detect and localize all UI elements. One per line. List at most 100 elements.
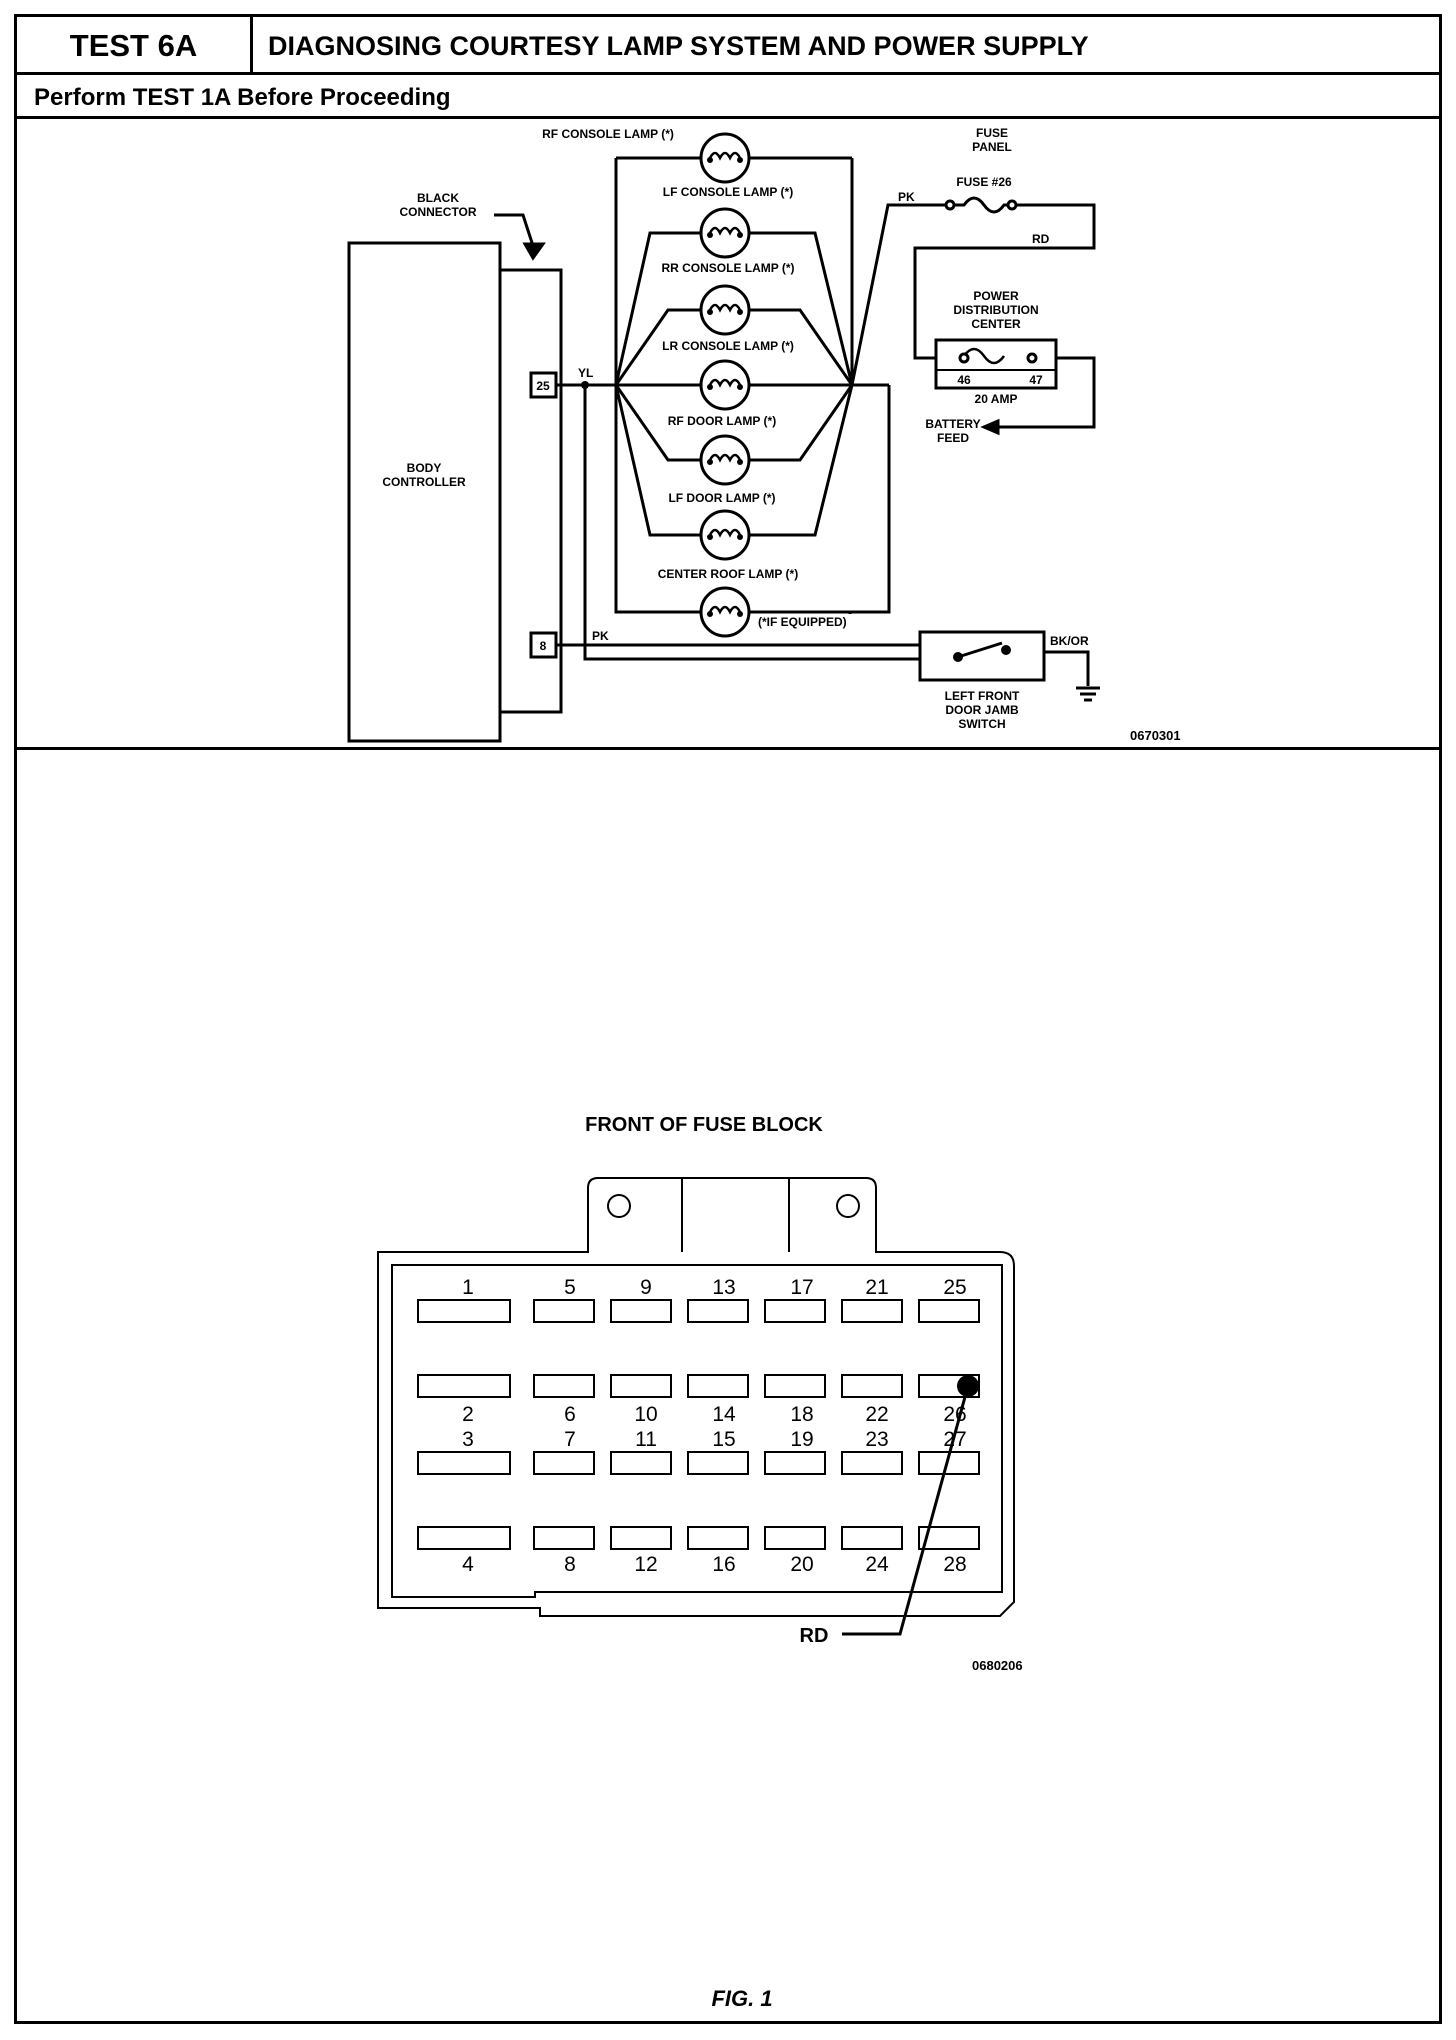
branch-l-5 xyxy=(614,384,703,462)
pdc-label-1: POWER xyxy=(973,289,1019,303)
wire-bk-or-label: BK/OR xyxy=(1050,634,1089,648)
branch-l-3 xyxy=(614,308,703,386)
fuse-number: 5 xyxy=(564,1276,576,1299)
lamp-bus-bottom-right xyxy=(747,385,891,614)
fuse-slot xyxy=(841,1374,903,1398)
branch-r-6 xyxy=(747,384,854,537)
fuse-slot xyxy=(610,1299,672,1323)
pdc-pin-46-label: 46 xyxy=(957,373,971,387)
pdc-label-3: CENTER xyxy=(971,317,1021,331)
switch-blade xyxy=(957,641,1003,659)
switch-label-3: SWITCH xyxy=(958,717,1005,731)
fuse-number: 20 xyxy=(790,1553,813,1576)
lamp-lr-console-icon xyxy=(699,359,751,411)
lamp-center-roof-icon xyxy=(699,586,751,638)
pdc-terminal-46 xyxy=(958,352,970,364)
fuse-number: 17 xyxy=(790,1276,813,1299)
fuse-slot xyxy=(687,1451,749,1475)
door-jamb-switch-box xyxy=(918,630,1046,682)
wire-pk-switch-lower xyxy=(583,385,920,661)
switch-label-1: LEFT FRONT xyxy=(945,689,1020,703)
fuse-number: 21 xyxy=(865,1276,888,1299)
fuse-slot xyxy=(417,1526,511,1550)
if-equipped-note: (*IF EQUIPPED) xyxy=(758,615,847,629)
fuse-number: 6 xyxy=(564,1403,576,1426)
branch-r-5 xyxy=(747,384,854,462)
fuse-number: 10 xyxy=(634,1403,657,1426)
connector-arrowhead xyxy=(522,242,546,261)
test-id: TEST 6A xyxy=(17,17,253,73)
pdc-label-2: DISTRIBUTION xyxy=(953,303,1038,317)
fuse-panel-label-2: PANEL xyxy=(972,140,1012,154)
fuse-number: 11 xyxy=(635,1428,657,1451)
branch-l-6 xyxy=(614,384,703,537)
fuse-number: 18 xyxy=(790,1403,813,1426)
section-divider xyxy=(17,747,1439,750)
fuse-slot xyxy=(687,1374,749,1398)
fuse-slot xyxy=(687,1299,749,1323)
switch-label-2: DOOR JAMB xyxy=(945,703,1019,717)
lamp-label-rf-door: RF DOOR LAMP (*) xyxy=(668,414,776,428)
fuse-26-and-rd-wire xyxy=(913,196,1096,360)
fuse-slot xyxy=(533,1299,595,1323)
fuse-slot xyxy=(533,1526,595,1550)
schematic-diagram xyxy=(347,156,1100,743)
fuse-numbers: 1 5 9 13 17 21 25 2 6 10 14 18 22 26 3 7… xyxy=(462,1276,967,1576)
battery-feed-arrowhead xyxy=(980,418,1000,436)
fuse-slot xyxy=(533,1374,595,1398)
branch-l-2 xyxy=(614,231,703,386)
fuse-26-label: FUSE #26 xyxy=(956,175,1012,189)
pdc-pin-47-label: 47 xyxy=(1029,373,1043,387)
fuse-block-outline xyxy=(377,1177,1015,1617)
pin-25-label: 25 xyxy=(536,379,550,393)
fuse-panel-label-1: FUSE xyxy=(976,126,1008,140)
connector-label-2: CONNECTOR xyxy=(399,205,476,219)
wire-pk-fuse xyxy=(850,203,950,386)
connector-arrow-line xyxy=(494,213,537,253)
fuse-number: 14 xyxy=(712,1403,736,1426)
fuse-number: 7 xyxy=(564,1428,576,1451)
black-connector xyxy=(500,268,563,714)
fuse-slot xyxy=(610,1374,672,1398)
fuse-number: 19 xyxy=(790,1428,813,1451)
page-title: DIAGNOSING COURTESY LAMP SYSTEM AND POWE… xyxy=(268,31,1089,61)
fuse-slot xyxy=(841,1451,903,1475)
fuse-slot xyxy=(764,1374,826,1398)
fuse-block-title: FRONT OF FUSE BLOCK xyxy=(585,1114,823,1136)
fuse-slot xyxy=(417,1451,511,1475)
wire-bk-or xyxy=(1044,650,1090,686)
fuse-number: 4 xyxy=(462,1553,474,1576)
body-controller-label-2: CONTROLLER xyxy=(382,475,466,489)
fuse-slot xyxy=(764,1299,826,1323)
lamp-label-rf-console: RF CONSOLE LAMP (*) xyxy=(542,127,674,141)
wire-yl-label: YL xyxy=(578,366,593,380)
pdc-terminal-47 xyxy=(1026,352,1038,364)
fuse-number: 23 xyxy=(865,1428,888,1451)
pdc-box xyxy=(934,338,1058,390)
fuse-slot xyxy=(764,1451,826,1475)
probe-label: RD xyxy=(800,1625,829,1647)
fuse-number: 28 xyxy=(943,1553,966,1576)
fuse-number: 3 xyxy=(462,1428,474,1451)
lamp-label-lr-console: LR CONSOLE LAMP (*) xyxy=(662,339,794,353)
connector-label-1: BLACK xyxy=(417,191,459,205)
pin-8-label: 8 xyxy=(540,639,547,653)
schematic-figure-id: 0670301 xyxy=(1130,728,1181,743)
wire-pk-fuse-label: PK xyxy=(898,190,915,204)
body-controller-box xyxy=(347,241,502,743)
lamp-lf-console-icon xyxy=(699,207,751,259)
fuse-slot xyxy=(918,1299,980,1323)
fuse-number: 2 xyxy=(462,1403,474,1426)
battery-feed-wire xyxy=(990,356,1096,429)
wire-pk-switch-label: PK xyxy=(592,629,609,643)
lamp-rf-door-icon xyxy=(699,434,751,486)
probe-lead xyxy=(842,1385,970,1636)
fuse-slot xyxy=(841,1299,903,1323)
fuse-26-terminal-right xyxy=(1006,199,1018,211)
fuse-slot xyxy=(764,1526,826,1550)
fuse-number: 9 xyxy=(640,1276,652,1299)
fuse-number: 13 xyxy=(712,1276,735,1299)
lamp-label-center-roof: CENTER ROOF LAMP (*) xyxy=(658,567,798,581)
lamp-rr-console-icon xyxy=(699,284,751,336)
battery-feed-label-2: FEED xyxy=(937,431,969,445)
